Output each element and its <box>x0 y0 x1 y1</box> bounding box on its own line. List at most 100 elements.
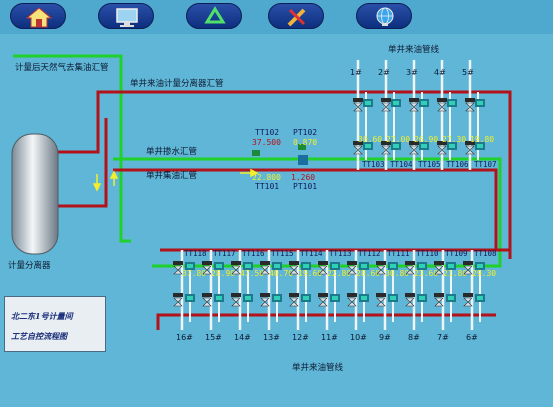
bottom-well-actuator[interactable] <box>272 294 282 302</box>
recycle-button[interactable] <box>186 3 242 29</box>
top-well-actuator[interactable] <box>391 99 401 107</box>
bottom-well-actuator[interactable] <box>185 262 195 270</box>
pt102-value: 0.870 <box>293 138 317 147</box>
bottom-well-valve[interactable] <box>463 293 473 307</box>
bottom-well-actuator[interactable] <box>475 294 485 302</box>
bottom-well-valve[interactable] <box>231 261 241 275</box>
bottom-well-valve[interactable] <box>347 293 357 307</box>
top-well-actuator[interactable] <box>447 99 457 107</box>
bottom-well-valve[interactable] <box>376 261 386 275</box>
top-well-actuator[interactable] <box>419 99 429 107</box>
bottom-well-number: 16# <box>176 333 193 342</box>
bottom-well-tt-tag: TT116 <box>242 249 265 258</box>
tt101-value: 22.800 <box>252 173 281 182</box>
top-well-valve[interactable] <box>381 141 391 155</box>
bottom-well-actuator[interactable] <box>301 262 311 270</box>
bottom-well-temperature: 23.60 <box>414 269 438 278</box>
top-well-valve[interactable] <box>437 98 447 112</box>
bottom-well-temperature: 29.30 <box>472 269 496 278</box>
metering-manifold-label: 单井来油计量分离器汇管 <box>130 78 224 89</box>
top-well-valve[interactable] <box>409 98 419 112</box>
tools-button[interactable] <box>268 3 324 29</box>
top-well-valve[interactable] <box>465 98 475 112</box>
monitor-button[interactable] <box>98 3 154 29</box>
bottom-well-actuator[interactable] <box>301 294 311 302</box>
bottom-well-valve[interactable] <box>260 261 270 275</box>
top-well-actuator[interactable] <box>475 142 485 150</box>
station-name: 北二东1号计量间 <box>11 311 73 321</box>
bottom-well-valve[interactable] <box>318 293 328 307</box>
top-well-actuator[interactable] <box>419 142 429 150</box>
top-well-actuator[interactable] <box>363 99 373 107</box>
bottom-well-valve[interactable] <box>318 261 328 275</box>
bottom-well-valve[interactable] <box>173 293 183 307</box>
bottom-well-valve[interactable] <box>231 293 241 307</box>
top-well-valve[interactable] <box>353 98 363 112</box>
bottom-well-actuator[interactable] <box>388 262 398 270</box>
bottom-well-tt-tag: TT114 <box>300 249 323 258</box>
pt102-tag: PT102 <box>293 128 317 137</box>
bottom-well-valve[interactable] <box>289 261 299 275</box>
bottom-well-actuator[interactable] <box>243 294 253 302</box>
bottom-well-valve[interactable] <box>289 293 299 307</box>
network-button[interactable] <box>356 3 412 29</box>
bottom-well-actuator[interactable] <box>243 262 253 270</box>
bottom-well-actuator[interactable] <box>446 294 456 302</box>
bottom-well-actuator[interactable] <box>446 262 456 270</box>
top-well-temperature: 19.80 <box>470 135 494 144</box>
bottom-well-tt-tag: TT109 <box>445 249 468 258</box>
top-well-number: 1# <box>350 68 362 77</box>
top-well-number: 4# <box>434 68 446 77</box>
bottom-well-valve[interactable] <box>405 261 415 275</box>
top-well-valve[interactable] <box>353 141 363 155</box>
bottom-well-actuator[interactable] <box>185 294 195 302</box>
bottom-manifold-title: 单井来油管线 <box>292 362 344 373</box>
bottom-well-actuator[interactable] <box>272 262 282 270</box>
bottom-well-actuator[interactable] <box>330 262 340 270</box>
bottom-well-valve[interactable] <box>405 293 415 307</box>
top-well-actuator[interactable] <box>447 142 457 150</box>
top-well-temperature: 27.30 <box>442 135 466 144</box>
bottom-well-actuator[interactable] <box>388 294 398 302</box>
bottom-well-valve[interactable] <box>434 293 444 307</box>
network-icon <box>376 7 394 26</box>
bottom-well-tt-tag: TT108 <box>474 249 497 258</box>
top-well-valve[interactable] <box>409 141 419 155</box>
bottom-well-actuator[interactable] <box>330 294 340 302</box>
bottom-well-actuator[interactable] <box>417 294 427 302</box>
bottom-well-number: 15# <box>205 333 222 342</box>
bottom-well-actuator[interactable] <box>214 294 224 302</box>
bottom-well-valve[interactable] <box>347 261 357 275</box>
bottom-well-valve[interactable] <box>260 293 270 307</box>
bottom-well-actuator[interactable] <box>417 262 427 270</box>
center-valve[interactable] <box>252 144 308 165</box>
bottom-well-valve[interactable] <box>202 261 212 275</box>
top-well-actuator[interactable] <box>363 142 373 150</box>
bottom-well-actuator[interactable] <box>359 262 369 270</box>
top-well-valve[interactable] <box>437 141 447 155</box>
bottom-well-number: 14# <box>234 333 251 342</box>
bottom-well-valve[interactable] <box>173 261 183 275</box>
bottom-well-valve[interactable] <box>376 293 386 307</box>
bottom-well-temperature: 19.60 <box>298 269 322 278</box>
bottom-well-actuator[interactable] <box>214 262 224 270</box>
top-well-actuator[interactable] <box>391 142 401 150</box>
top-well-valve[interactable] <box>381 98 391 112</box>
bottom-well-number: 12# <box>292 333 309 342</box>
bottom-well-valve[interactable] <box>202 293 212 307</box>
bottom-well-temperature: 37.80 <box>182 269 206 278</box>
bottom-well-actuator[interactable] <box>475 262 485 270</box>
top-well-actuator[interactable] <box>475 99 485 107</box>
bottom-well-tt-tag: TT113 <box>329 249 352 258</box>
bottom-well-valve[interactable] <box>434 261 444 275</box>
top-well-valve[interactable] <box>465 141 475 155</box>
bottom-well-temperature: 28.90 <box>211 269 235 278</box>
home-button[interactable] <box>10 3 66 29</box>
bottom-well-actuator[interactable] <box>359 294 369 302</box>
separator-label: 计量分离器 <box>8 260 51 271</box>
pt101-value: 1.260 <box>291 173 315 182</box>
bottom-well-valve[interactable] <box>463 261 473 275</box>
